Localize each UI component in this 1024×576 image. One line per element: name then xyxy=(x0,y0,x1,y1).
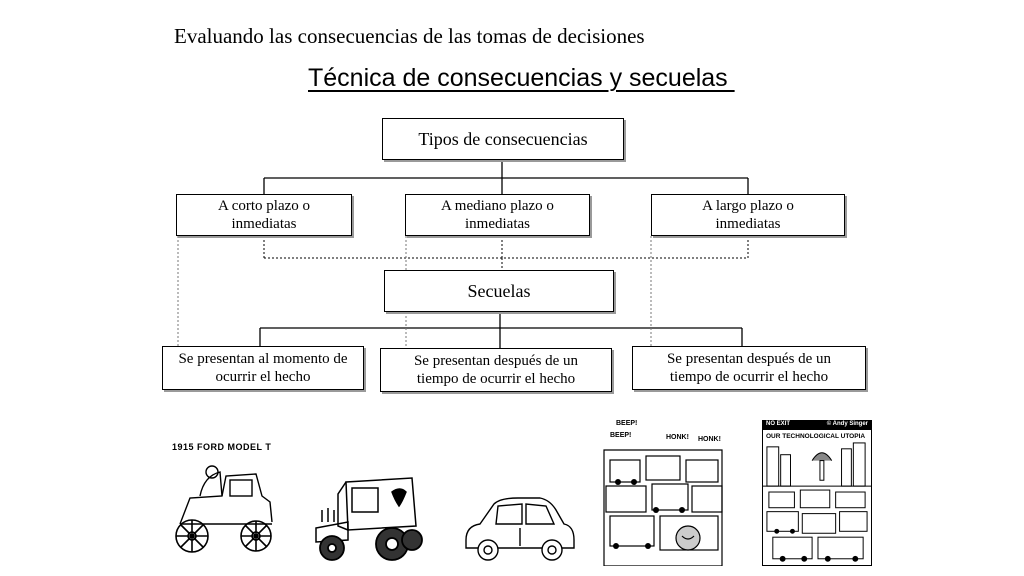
poster-credit: © Andy Singer xyxy=(826,421,868,427)
page-title: Técnica de consecuencias y secuelas xyxy=(308,64,735,92)
consequence-types-box: Tipos de consecuencias xyxy=(382,118,624,160)
compact-car-icon xyxy=(465,497,575,561)
city-traffic-icon xyxy=(763,442,871,562)
sequel-immediate-box: Se presentan al momento de ocurrir el he… xyxy=(162,346,364,390)
sequel-immediate-label: Se presentan al momento de ocurrir el he… xyxy=(178,351,348,385)
hot-rod-illustration xyxy=(308,466,428,566)
sound-honk-1: HONK! xyxy=(666,434,689,441)
sequels-label: Secuelas xyxy=(467,281,531,301)
consequence-types-label: Tipos de consecuencias xyxy=(418,129,588,149)
short-term-box: A corto plazo o inmediatas xyxy=(176,194,352,236)
utopia-poster: NO EXIT © Andy Singer OUR TECHNOLOGICAL … xyxy=(762,420,872,566)
sequels-box: Secuelas xyxy=(384,270,614,312)
long-term-label: A largo plazo o inmediatas xyxy=(702,198,794,232)
poster-title: OUR TECHNOLOGICAL UTOPIA xyxy=(766,433,866,440)
poster-tag: NO EXIT xyxy=(766,421,791,427)
poster-header: NO EXIT © Andy Singer xyxy=(763,421,871,430)
sequel-later-box: Se presentan después de un tiempo de ocu… xyxy=(380,348,612,392)
medium-term-label: A mediano plazo o inmediatas xyxy=(441,198,554,232)
sequel-later-label-2: Se presentan después de un tiempo de ocu… xyxy=(666,351,832,385)
medium-term-box: A mediano plazo o inmediatas xyxy=(405,194,590,236)
traffic-jam-illustration: BEEP! BEEP! HONK! HONK! xyxy=(602,420,724,566)
sequel-later-box-2: Se presentan después de un tiempo de ocu… xyxy=(632,346,866,390)
compact-car-illustration xyxy=(460,492,578,566)
short-term-label: A corto plazo o inmediatas xyxy=(217,198,311,232)
sequel-later-label: Se presentan después de un tiempo de ocu… xyxy=(413,353,579,387)
sound-beep-2: BEEP! xyxy=(610,432,632,439)
sound-beep-1: BEEP! xyxy=(616,420,638,427)
sound-honk-2: HONK! xyxy=(698,436,721,443)
long-term-box: A largo plazo o inmediatas xyxy=(651,194,845,236)
traffic-jam-icon xyxy=(603,449,723,566)
hot-rod-icon xyxy=(315,477,423,561)
model-t-car-icon xyxy=(175,465,273,553)
subtitle: Evaluando las consecuencias de las tomas… xyxy=(174,24,645,48)
ford-caption: 1915 FORD MODEL T xyxy=(172,442,272,452)
ford-model-t-illustration: 1915 FORD MODEL T xyxy=(160,436,280,566)
